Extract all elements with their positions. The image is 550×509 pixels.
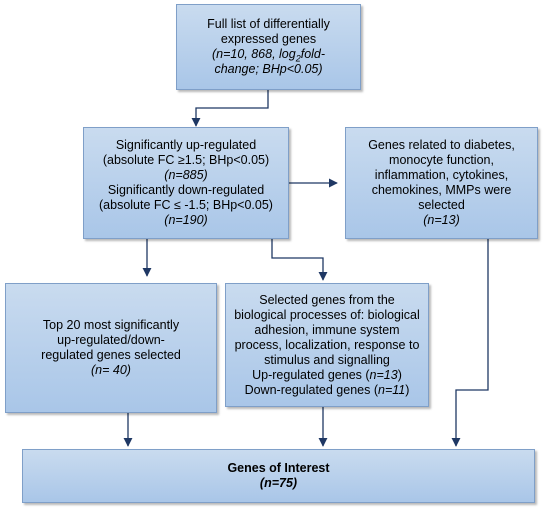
top20-count: (n= 40)	[91, 363, 131, 377]
arrow-full-to-regulated	[191, 90, 269, 127]
selected-line-1: Selected genes from the	[259, 292, 395, 307]
selected-line-2: biological processes of: biological	[234, 307, 420, 322]
selected-line-4: process, localization, response to	[234, 337, 420, 352]
related-line-1: Genes related to diabetes,	[368, 138, 515, 152]
up-regulated-label: Significantly up-regulated	[115, 138, 257, 152]
full-list-line-2: expressed genes	[220, 32, 317, 46]
full-list-line-4: change; BHp<0.05)	[214, 62, 323, 76]
down-regulated-count: (n=190)	[164, 213, 208, 227]
related-genes-box: Genes related to diabetes, monocyte func…	[345, 127, 538, 239]
genes-of-interest-count: (n=75)	[259, 476, 298, 490]
related-line-5: selected	[418, 198, 465, 212]
up-regulated-criteria: (absolute FC ≥1.5; BHp<0.05)	[102, 153, 270, 167]
down-regulated-criteria: (absolute FC ≤ -1.5; BHp<0.05)	[99, 198, 273, 212]
regulated-box: Significantly up-regulated (absolute FC …	[83, 127, 289, 239]
up-regulated-count: (n=885)	[164, 168, 208, 182]
full-list-line-1: Full list of differentially	[207, 17, 330, 31]
top20-box: Top 20 most significantly up-regulated/d…	[5, 283, 217, 413]
selected-down-regulated: Down-regulated genes (n=11)	[244, 382, 410, 397]
related-count: (n=13)	[423, 213, 460, 227]
top20-line-1: Top 20 most significantly	[42, 318, 180, 332]
selected-up-regulated: Up-regulated genes (n=13)	[252, 367, 402, 382]
full-list-line-3: (n=10, 868, log2fold-	[211, 47, 326, 64]
selected-line-3: adhesion, immune system	[254, 322, 400, 337]
top20-line-2: up-regulated/down-	[57, 333, 165, 347]
related-line-3: inflammation, cytokines,	[374, 168, 509, 182]
full-list-box: Full list of differentially expressed ge…	[176, 4, 361, 90]
arrow-related-to-interest	[451, 239, 489, 447]
genes-of-interest-title: Genes of Interest	[227, 461, 330, 475]
down-regulated-label: Significantly down-regulated	[107, 183, 265, 197]
selected-genes-box: Selected genes from the biological proce…	[225, 283, 429, 407]
related-line-4: chemokines, MMPs were	[371, 183, 512, 197]
related-line-2: monocyte function,	[389, 153, 494, 167]
arrow-regulated-to-selected	[271, 239, 328, 281]
top20-line-3: regulated genes selected	[41, 348, 181, 362]
selected-line-5: stimulus and signalling	[264, 352, 390, 367]
genes-of-interest-box: Genes of Interest (n=75)	[22, 449, 535, 503]
